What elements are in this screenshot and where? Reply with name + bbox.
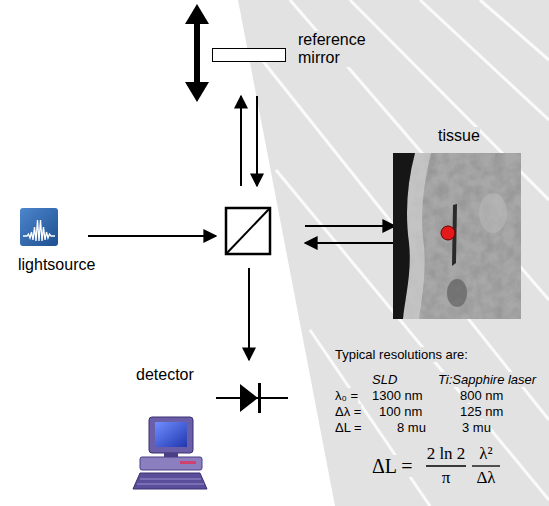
- tissue-label: tissue: [438, 127, 480, 145]
- source-label: lightsource: [18, 256, 95, 274]
- arrow-shaft: [194, 18, 200, 88]
- table-cell: 800 nm: [460, 388, 503, 403]
- beam-arrow: [305, 242, 395, 244]
- beam-arrow: [305, 225, 395, 227]
- tissue-art: [393, 153, 521, 319]
- wave-packet: [23, 220, 55, 241]
- scan-point: [441, 226, 455, 240]
- mirror-motion-arrow: [185, 4, 209, 102]
- tissue-structure: [447, 279, 467, 307]
- formula-denominator: π: [442, 468, 451, 487]
- beam-arrow: [240, 96, 242, 186]
- label-holder: π: [442, 468, 451, 487]
- label-holder: 2 ln 2: [427, 444, 466, 463]
- tissue-edge: [393, 153, 415, 319]
- table-cell: 8 mu: [397, 420, 426, 435]
- beamsplitter-cube: [226, 208, 270, 254]
- beam-arrow: [248, 268, 250, 360]
- label-holder: reference mirror: [298, 31, 378, 67]
- beamsplitter: [226, 208, 270, 254]
- fraction-bar: [426, 465, 466, 466]
- fraction-bars: [426, 465, 500, 466]
- lightsource-art: [20, 208, 58, 246]
- label-holder: λ₀ =: [335, 386, 358, 404]
- row-label: λ₀ =: [335, 388, 358, 403]
- label-holder: 100 nm: [379, 402, 422, 420]
- label-holder: tissue: [438, 127, 480, 145]
- tissue-texture: [393, 153, 521, 319]
- screen: [155, 422, 187, 447]
- stripe: [480, 0, 549, 60]
- label-holder: SLD: [372, 370, 397, 388]
- tissue-ground: [393, 153, 521, 319]
- stripe: [262, 60, 549, 420]
- keyboard-keys: [140, 479, 201, 480]
- label-holder: Ti:Sapphire laser: [438, 370, 536, 388]
- stripe: [420, 0, 549, 120]
- label-holder: detector: [136, 366, 194, 384]
- beam-arrow: [256, 96, 258, 186]
- monitor: [149, 417, 193, 453]
- table-cell: 3 mu: [462, 420, 491, 435]
- row-label: Δλ =: [335, 404, 361, 419]
- beam-arrows: [88, 96, 395, 360]
- column-header: SLD: [372, 372, 397, 387]
- table-cell: 100 nm: [379, 404, 422, 419]
- label-holder: Δλ =: [335, 402, 361, 420]
- label-holder: lightsource: [18, 256, 95, 274]
- pc-case: [140, 457, 202, 470]
- arrow-head: [185, 4, 209, 24]
- tissue-image: tissue: [393, 153, 521, 319]
- label-holder: 125 nm: [460, 402, 503, 420]
- table-heading: Typical resolutions are:: [335, 347, 468, 362]
- table-cell: 125 nm: [460, 404, 503, 419]
- arrow-head: [185, 82, 209, 102]
- label-holder: ΔL =: [335, 418, 362, 436]
- panel-stripes: [262, 0, 549, 506]
- label-holder: 8 mu: [397, 418, 426, 436]
- label-holder: 800 nm: [460, 386, 503, 404]
- formula-text: ΔL =: [372, 455, 413, 477]
- label-holder: Δλ: [476, 468, 495, 487]
- label-holder: 3 mu: [462, 418, 491, 436]
- table-cell: 1300 nm: [372, 388, 423, 403]
- beamsplitter-diagonal: [226, 208, 270, 254]
- fraction-bar: [472, 465, 500, 466]
- beam-arrow: [88, 235, 216, 237]
- keyboard: [133, 473, 207, 489]
- photodiode: detector: [216, 380, 288, 416]
- monitor-stand: [164, 453, 178, 457]
- photodiode-art: [216, 380, 288, 416]
- keyboard-keys: [137, 484, 204, 485]
- diode-bar: [258, 383, 261, 413]
- tissue-structure: [479, 193, 507, 233]
- computer-icon: [133, 417, 207, 489]
- lightsource-icon: lightsource: [20, 208, 58, 246]
- column-header: Ti:Sapphire laser: [438, 372, 536, 387]
- formula-denominator: Δλ: [476, 468, 495, 487]
- grey-panel: [238, 0, 549, 506]
- formula-numerator: λ²: [479, 444, 492, 463]
- label-holder: 1300 nm: [372, 386, 423, 404]
- row-label: ΔL =: [335, 420, 362, 435]
- label-holder: λ²: [479, 444, 492, 463]
- formula-numerator: 2 ln 2: [427, 444, 466, 463]
- mirror-label: reference mirror: [298, 31, 378, 67]
- label-holder: ΔL =: [372, 455, 413, 477]
- reference-mirror: reference mirror: [212, 48, 286, 62]
- icon-tile: [20, 208, 58, 246]
- label-holder: Typical resolutions are:: [335, 345, 468, 363]
- diode-triangle: [240, 384, 258, 412]
- drive-slot: [180, 461, 196, 464]
- detector-label: detector: [136, 366, 194, 384]
